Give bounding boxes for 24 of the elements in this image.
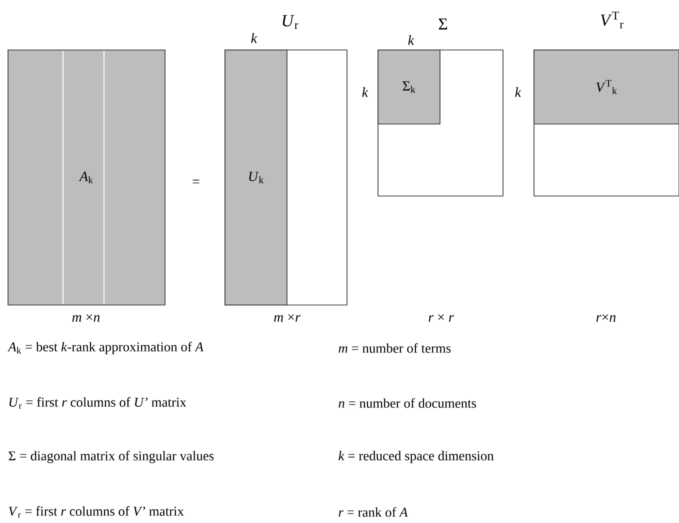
matrix-box: A$_{k}$ [8, 50, 166, 306]
definition-text: Σ = diagonal matrix of singular values [8, 450, 214, 464]
dimension-label: r×n [596, 314, 616, 322]
definition-text: m = number of terms [338, 343, 451, 353]
dimension-label: m ×r [274, 314, 300, 322]
dimension-label: m ×n [72, 314, 100, 322]
definition-text: r = rank of A [338, 507, 408, 517]
matrix-box: V$^{T}$k [534, 50, 679, 124]
dimension-label: k [251, 33, 258, 43]
matrix-label: V$^{T}$r [600, 12, 624, 28]
dimension-label: k [362, 87, 368, 97]
dimension-label: k [515, 87, 522, 97]
dimension-label: r × r [428, 314, 454, 322]
matrix-box: U$_{k}$ [224, 50, 288, 306]
matrix-label: Σ [438, 18, 448, 30]
matrix-box: Σ$_{k}$ [378, 50, 440, 124]
definition-text: V$_{r}$ = first r columns of V’ matrix [8, 506, 184, 518]
equals-sign: = [192, 180, 200, 184]
dimension-label: k [408, 35, 414, 45]
definition-text: A$_{k}$ = best k-rank approximation of A [7, 342, 204, 354]
definition-text: k = reduced space dimension [338, 450, 494, 464]
definition-text: n = number of documents [338, 398, 476, 408]
definition-text: U$_{r}$ = first r columns of U’ matrix [9, 397, 186, 409]
matrix-label: U$_{r}$ [282, 15, 298, 29]
